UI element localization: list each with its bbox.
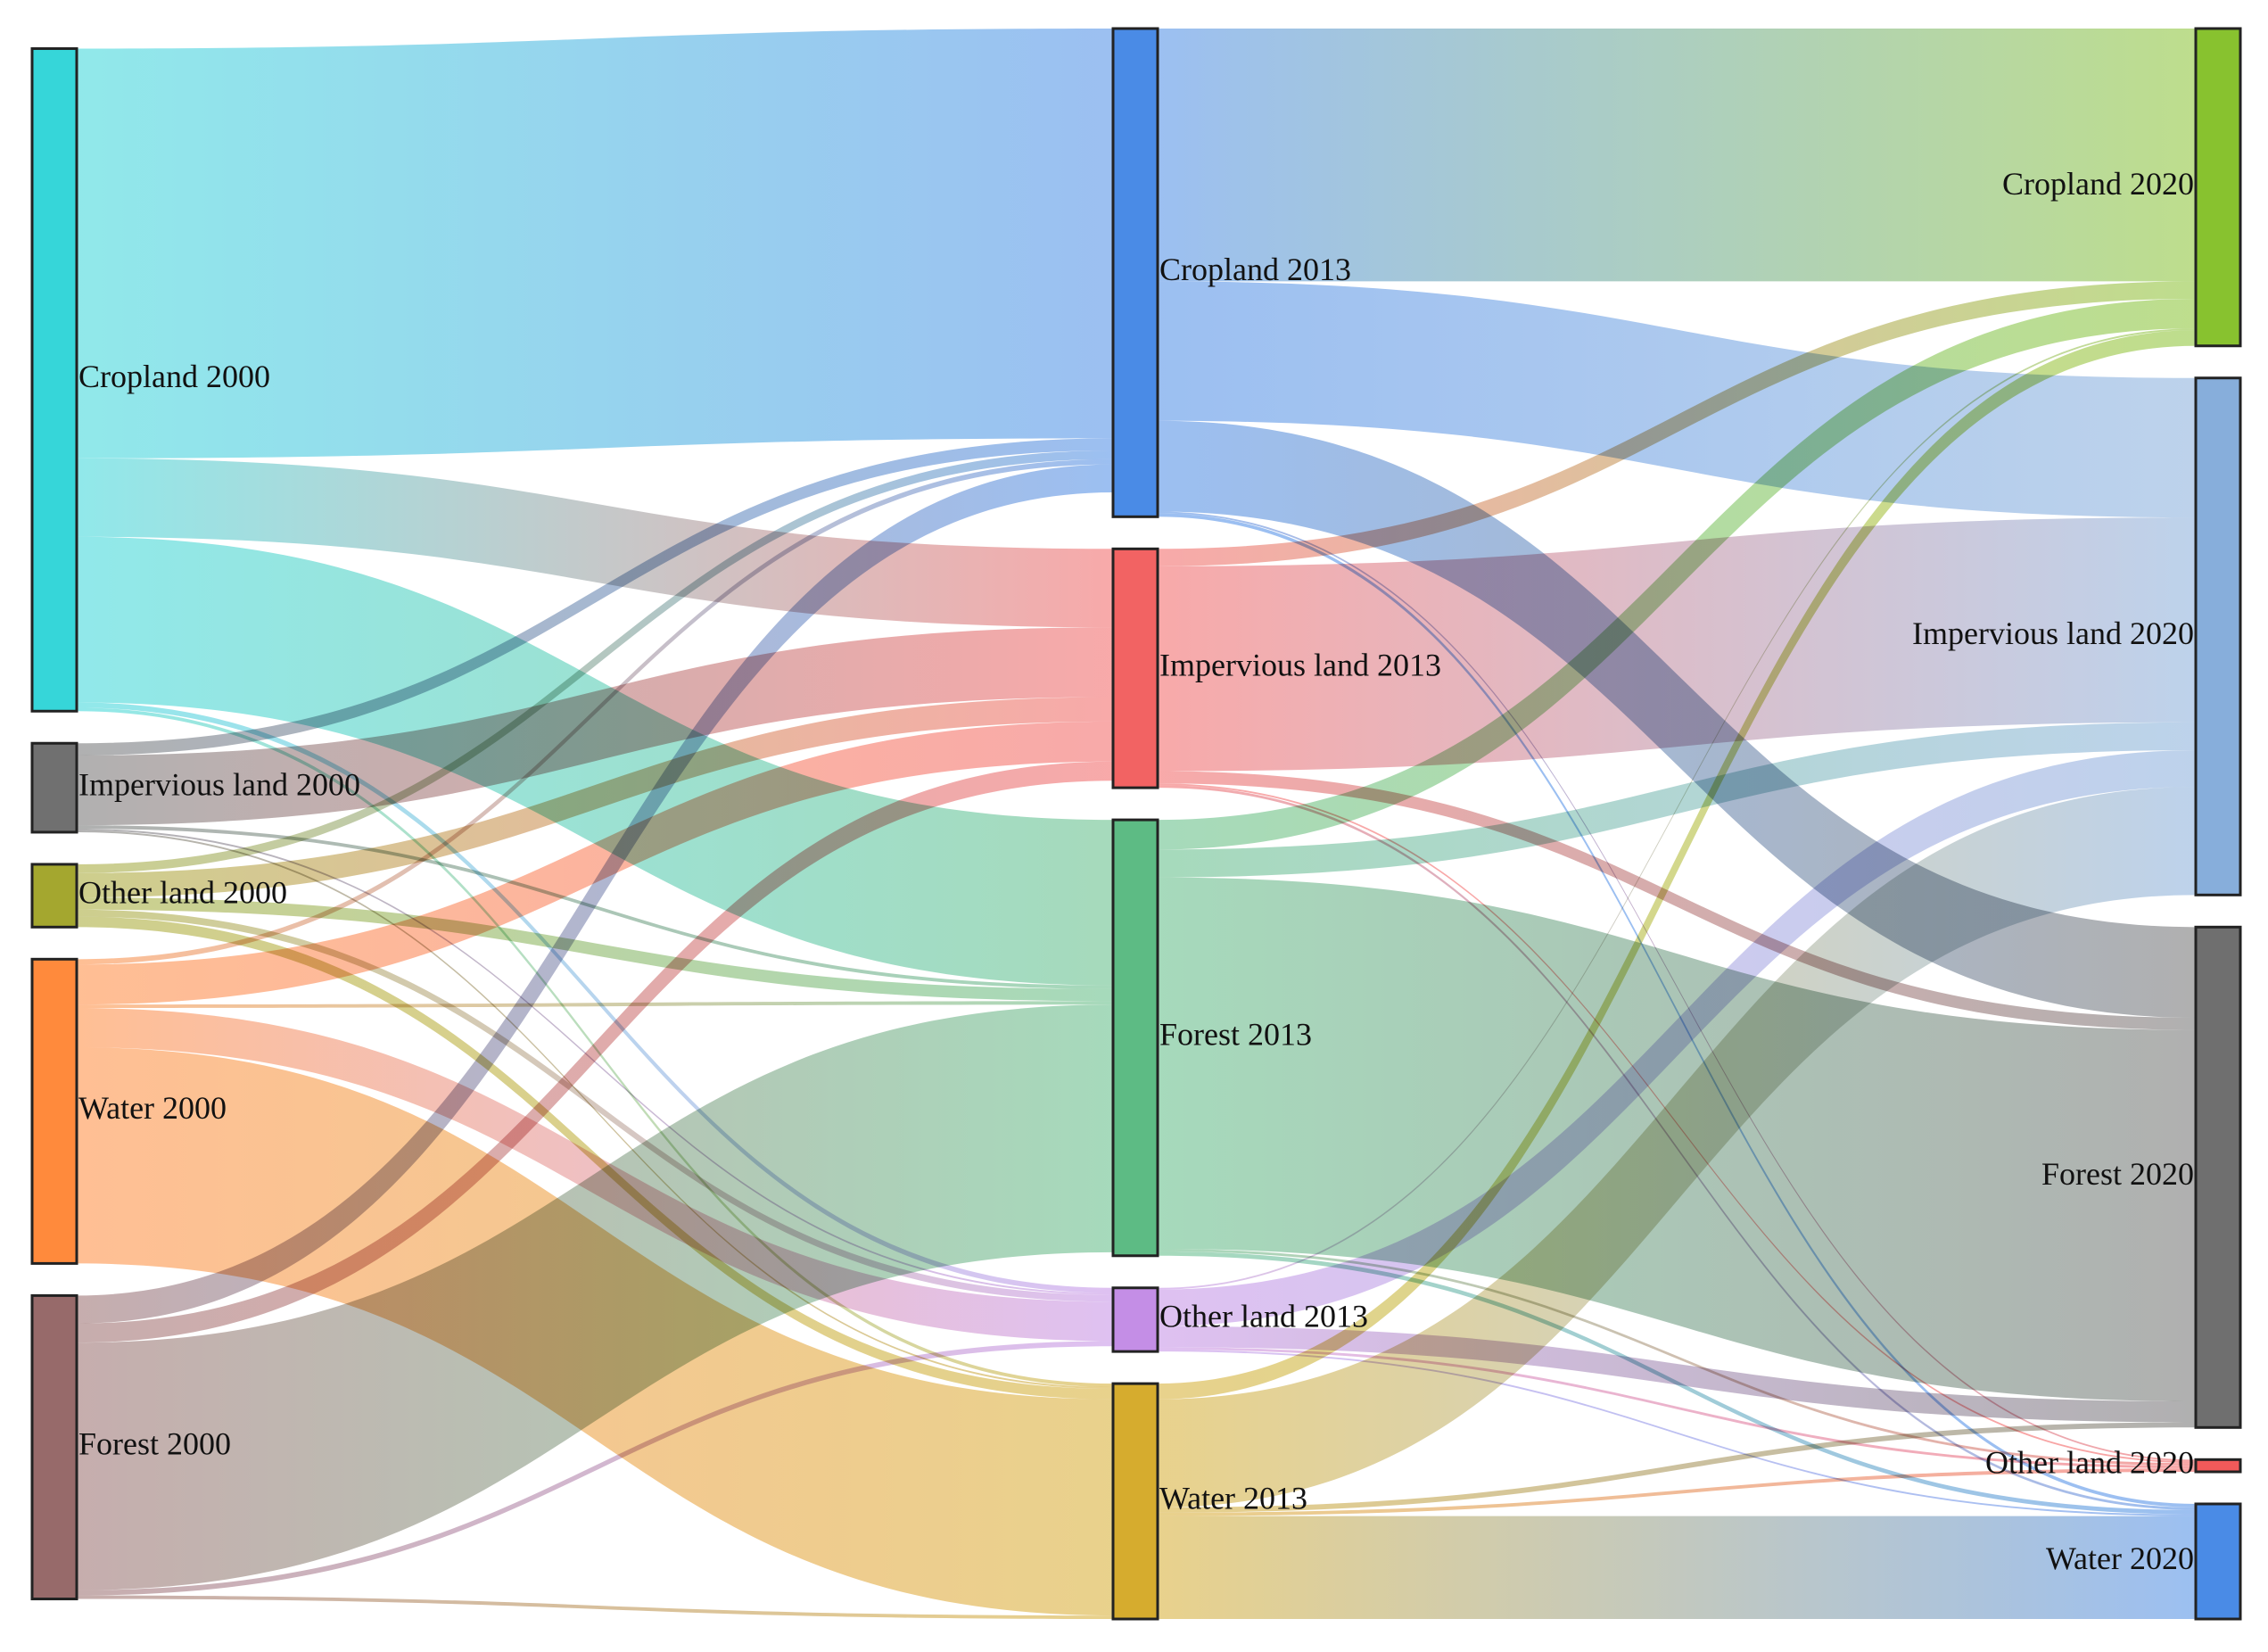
node-label-f00: Forest 2000 xyxy=(78,1426,231,1462)
node-f20 xyxy=(2194,925,2242,1429)
node-o13 xyxy=(1111,1286,1159,1353)
link-o13-i20 xyxy=(1158,750,2196,1326)
node-i13 xyxy=(1111,547,1159,789)
link-i00-o13 xyxy=(77,829,1113,1295)
node-label-i00: Impervious land 2000 xyxy=(78,766,360,802)
node-f00 xyxy=(30,1293,78,1601)
link-f13-c20 xyxy=(1158,298,2196,850)
link-w00-c13 xyxy=(77,458,1113,965)
link-f00-c13 xyxy=(77,464,1113,1324)
link-o00-f13 xyxy=(77,897,1113,1002)
node-label-w20: Water 2020 xyxy=(2046,1540,2194,1576)
link-w13-w20 xyxy=(1158,1516,2196,1619)
link-o13-f20 xyxy=(1158,1326,2196,1423)
link-c13-f20 xyxy=(1158,420,2196,1018)
link-i13-i20 xyxy=(1158,517,2196,772)
node-label-i13: Impervious land 2013 xyxy=(1159,647,1441,682)
node-label-o00: Other land 2000 xyxy=(78,874,287,910)
node-w20 xyxy=(2194,1502,2242,1621)
link-i13-c20 xyxy=(1158,281,2196,566)
node-c00 xyxy=(30,46,78,713)
link-i13-f20 xyxy=(1158,771,2196,1030)
link-o00-c13 xyxy=(77,450,1113,873)
node-i00 xyxy=(30,741,78,834)
node-label-c20: Cropland 2020 xyxy=(2002,166,2194,202)
node-w13 xyxy=(1111,1382,1159,1621)
node-label-w00: Water 2000 xyxy=(78,1090,227,1126)
link-c13-i20 xyxy=(1158,281,2196,518)
link-o00-w13 xyxy=(77,916,1113,1400)
link-o13-o20 xyxy=(1158,1347,2196,1469)
link-w13-o20 xyxy=(1158,1468,2196,1516)
link-w13-f20 xyxy=(1158,1422,2196,1513)
node-o00 xyxy=(30,863,78,929)
link-c00-o13 xyxy=(77,702,1113,1293)
node-c13 xyxy=(1111,27,1159,518)
node-label-c00: Cropland 2000 xyxy=(78,359,270,394)
node-label-f20: Forest 2020 xyxy=(2041,1156,2194,1192)
link-i00-i13 xyxy=(77,627,1113,826)
link-c13-o20 xyxy=(1158,511,2196,1462)
node-label-i20: Impervious land 2020 xyxy=(1912,615,2194,651)
link-c00-w13 xyxy=(77,707,1113,1388)
node-label-o13: Other land 2013 xyxy=(1159,1299,1368,1334)
link-w00-w13 xyxy=(77,1047,1113,1616)
link-i13-o20 xyxy=(1158,783,2196,1464)
node-f13 xyxy=(1111,818,1159,1258)
links-layer xyxy=(77,29,2196,1619)
node-w00 xyxy=(30,957,78,1265)
link-f00-o13 xyxy=(77,1341,1113,1596)
link-w13-c20 xyxy=(1158,330,2196,1400)
node-o20 xyxy=(2194,1458,2242,1474)
link-f00-i13 xyxy=(77,761,1113,1343)
link-i00-f13 xyxy=(77,825,1113,989)
link-w00-f13 xyxy=(77,1001,1113,1009)
link-o00-o13 xyxy=(77,909,1113,1302)
link-o13-c20 xyxy=(1158,328,2196,1290)
link-i13-w20 xyxy=(1158,785,2196,1510)
link-f00-w13 xyxy=(77,1595,1113,1619)
node-label-w13: Water 2013 xyxy=(1159,1480,1307,1516)
link-f13-o20 xyxy=(1158,1248,2196,1466)
link-i00-w13 xyxy=(77,830,1113,1389)
node-i20 xyxy=(2194,376,2242,896)
link-c00-c13 xyxy=(77,29,1113,458)
link-w00-o13 xyxy=(77,1008,1113,1342)
link-o00-i13 xyxy=(77,697,1113,898)
link-c00-i13 xyxy=(77,458,1113,628)
nodes-layer xyxy=(30,27,2242,1621)
link-c13-w20 xyxy=(1158,513,2196,1507)
node-label-c13: Cropland 2013 xyxy=(1159,252,1351,287)
link-f13-w20 xyxy=(1158,1251,2196,1515)
link-w00-i13 xyxy=(77,721,1113,1005)
link-i00-c13 xyxy=(77,438,1113,756)
link-c13-c20 xyxy=(1158,29,2196,282)
node-label-o20: Other land 2020 xyxy=(1985,1444,2194,1480)
link-f13-i20 xyxy=(1158,722,2196,878)
node-label-f13: Forest 2013 xyxy=(1159,1017,1312,1053)
node-c20 xyxy=(2194,27,2242,348)
link-o13-w20 xyxy=(1158,1350,2196,1516)
